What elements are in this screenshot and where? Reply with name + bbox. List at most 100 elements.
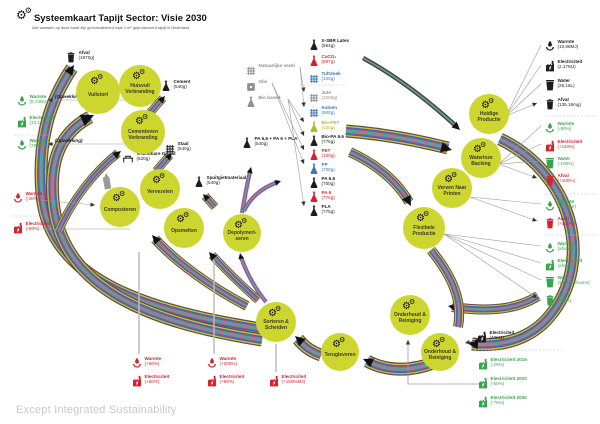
label-warmte-verven: Warmte(afname) [545, 199, 576, 217]
label-text: Electriciteit(+110%) [557, 139, 583, 150]
label-mat-bio-pa66: Bio-PA 6.6(775g) [309, 134, 344, 152]
trash-icon [545, 216, 555, 234]
label-text: Tuftdoek(100g) [321, 71, 341, 82]
gears-icon: ⚙⚙ [416, 211, 430, 224]
gears-icon: ⚙⚙ [332, 337, 346, 350]
label-afval-verven: Afval(+100%) [545, 216, 575, 234]
label-text: Katoen(900g) [321, 105, 338, 116]
label-afval-backing: Afval(+100%) [545, 173, 575, 191]
connector-line [498, 163, 538, 179]
label-mat-pa66: PA 6.6(700g) [309, 176, 335, 194]
label-text: Warmte(afname) [557, 199, 576, 210]
flow-arrowhead [532, 102, 537, 107]
flow-arrowhead [465, 339, 470, 345]
flow-inner-right [427, 246, 465, 328]
factory-icon [477, 330, 487, 348]
label-text: (Opwekking) [55, 94, 83, 99]
flask-icon [309, 204, 319, 222]
label-mat-pp: PP(700g) [309, 162, 335, 180]
node-terugleveren: ⚙⚙ Terugleveren [321, 333, 359, 371]
label-electriciteit-sorteren: Electriciteit(+50%) [207, 374, 244, 392]
flow-arrowhead [112, 151, 121, 159]
flow-arrowhead [102, 173, 111, 182]
flask-icon [246, 95, 256, 113]
label-text: Cement(540g) [173, 79, 191, 90]
warmte-icon [17, 138, 27, 156]
water-icon [545, 275, 555, 293]
flow-arrowhead [238, 253, 245, 260]
label-text: Warmte(5,74MJ) [29, 94, 48, 105]
flow-arrowhead [246, 167, 253, 174]
label-text: Electriciteit(+150%MJ) [281, 374, 307, 385]
label-warmte-sorteren: Warmte(+200%) [207, 356, 237, 374]
gears-icon: ⚙⚙ [135, 114, 149, 127]
label-text: Warmte(10,88MJ) [557, 39, 579, 50]
flow-arrowhead [157, 96, 165, 104]
flow-arrowhead [532, 217, 537, 222]
node-onderhoud-reiniging-1: ⚙⚙ Onderhoud &Reiniging [390, 295, 430, 335]
label-text: Vruchtbare Grond(520g) [136, 151, 176, 162]
warmte-icon [545, 241, 555, 259]
flow-materials-waterloze [345, 124, 452, 155]
label-afval-stort: Afval(1970g) [66, 50, 94, 68]
flow-arrowhead [152, 235, 162, 245]
connector-line [505, 64, 542, 117]
node-vuilstort: ⚙⚙ Vuilstort [76, 70, 120, 114]
flow-arrowhead [301, 201, 306, 206]
fabric-icon [309, 71, 319, 89]
flow-waste-to-afval [34, 64, 269, 337]
label-text: Afval(+100%) [557, 216, 576, 227]
fabric-icon [309, 105, 319, 123]
flow-arrowhead [79, 114, 94, 127]
label-text: Afval(135,18mg) [557, 97, 582, 108]
connector-line [469, 196, 542, 205]
connector-line [271, 82, 305, 151]
label-mat-pla: PLA(775g) [309, 204, 335, 222]
flow-arrowhead [532, 293, 537, 298]
connector-line [505, 83, 542, 117]
flow-arrowhead [301, 102, 306, 107]
label-text: PA 6,6 + PA 6 + PLA(540g) [254, 136, 298, 147]
connector-line [299, 66, 305, 108]
label-text: Bio-PET(100g) [321, 120, 340, 131]
label-warmte-opwekking-2: Warmte(75,90MJ) [17, 138, 50, 156]
label-text: Electriciteit(2,17MJ) [557, 59, 583, 70]
label-text: Electriciteit(afname) [557, 258, 583, 269]
flow-arrowhead [300, 131, 305, 136]
flow-arrowhead [203, 194, 211, 202]
gears-icon: ⚙⚙ [112, 191, 126, 204]
fabric-icon [309, 90, 319, 108]
gears-icon: ⚙⚙ [176, 212, 190, 225]
gears-icon: ⚙⚙ [481, 98, 495, 111]
label-opwekking-label-1: (Opwekking) [55, 94, 83, 99]
label-text: PA 6.6(700g) [321, 176, 336, 187]
warmte-icon [132, 356, 142, 374]
brand-footer: Except Integrated Sustainability [16, 404, 177, 416]
label-warmte-opwekking-1: Warmte(5,74MJ) [17, 94, 48, 112]
water-icon [545, 78, 555, 96]
label-bron-natuurlijke-vezel: Natuurlijke vezel [246, 63, 295, 81]
flow-spuitgiet-out [201, 193, 219, 210]
flow-to-cementoven [54, 149, 121, 234]
node-label: Onderhoud &Reiniging [424, 348, 456, 361]
label-water-flexibel: Water(sterke afname) [545, 275, 590, 293]
flask-icon [309, 190, 319, 208]
connector-line [407, 340, 486, 385]
gears-icon: ⚙⚙ [268, 306, 282, 319]
factory-icon [545, 139, 555, 157]
warmte-icon [545, 39, 555, 57]
node-depolymeriseren: ⚙⚙ Depolymeri-seren [223, 214, 261, 252]
label-bron-biobased: Bio based [246, 95, 280, 113]
node-label: Opsmelten [171, 227, 197, 234]
flow-arrowhead [295, 336, 306, 347]
node-label: Sorteren &Scheiden [263, 318, 289, 331]
node-sorteren-scheiden: ⚙⚙ Sorteren &Scheiden [256, 302, 296, 342]
factory-icon [478, 357, 488, 375]
label-electriciteit-huidig: Electriciteit(2,17MJ) [545, 59, 582, 77]
label-text: Water(sterke afname) [557, 275, 590, 286]
flow-arrowhead [209, 252, 218, 261]
gears-icon: ⚙⚙ [402, 299, 416, 312]
label-text: Electriciteit(-50%) [25, 221, 51, 232]
